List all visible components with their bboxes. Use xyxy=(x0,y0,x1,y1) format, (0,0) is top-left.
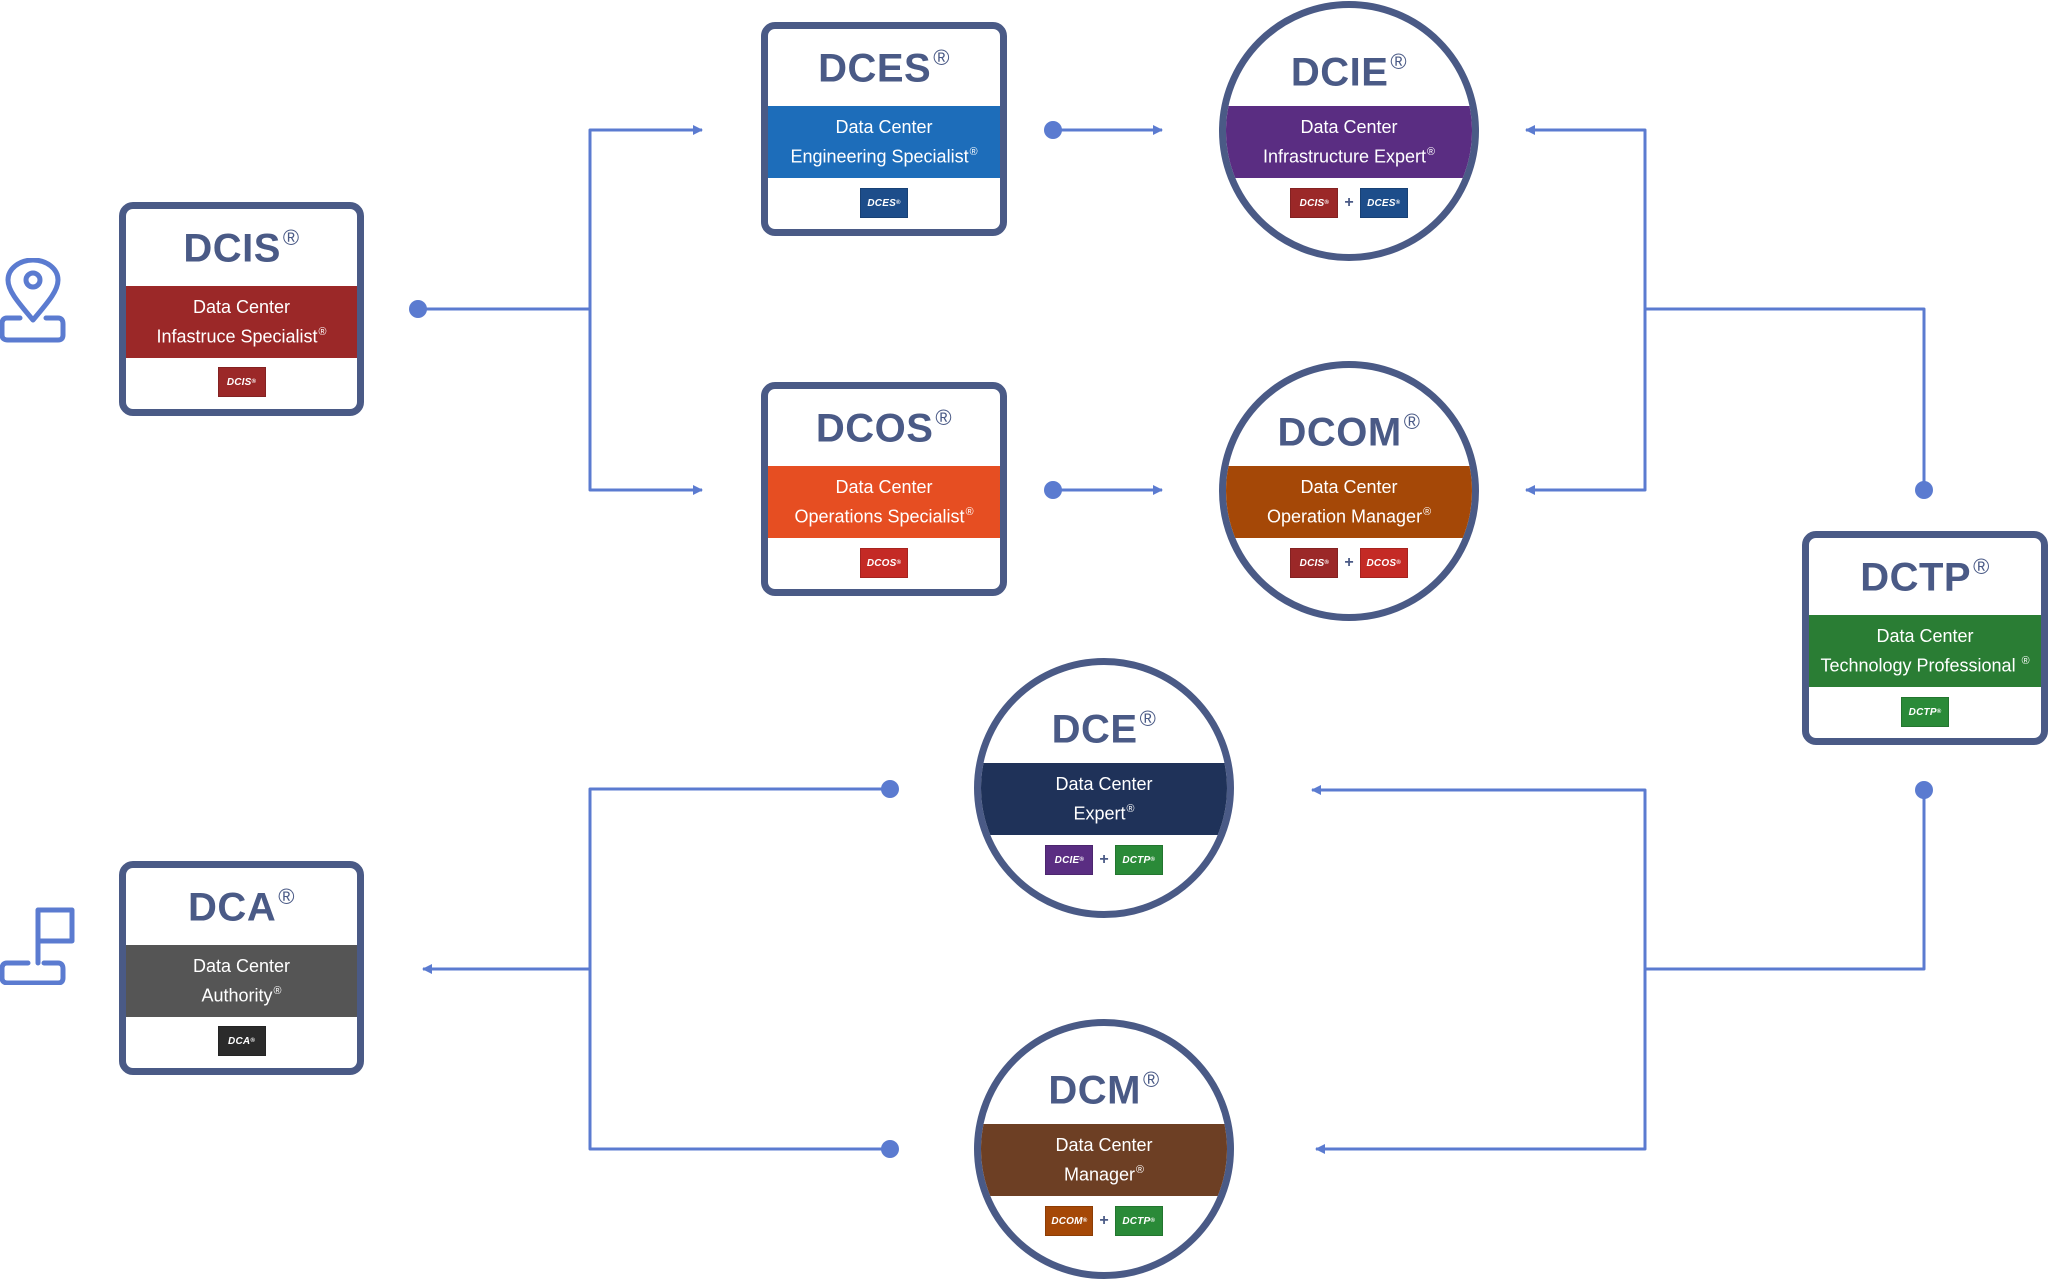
connector-dcis-to-dcos xyxy=(588,309,703,495)
cert-circle-dce[interactable]: DCE® Data Center Expert® DCIE® + DCTP® xyxy=(974,658,1234,918)
prerequisite-badges: DCIS® xyxy=(126,367,357,397)
plus-sign: + xyxy=(1344,194,1354,211)
location-pin-icon xyxy=(0,257,66,344)
badge-dcis: DCIS® xyxy=(1290,188,1339,218)
connector-start-dot xyxy=(1044,121,1062,139)
connector-start-dot xyxy=(1044,481,1062,499)
cert-title-line2: Authority® xyxy=(201,984,282,1006)
prerequisite-badges: DCA® xyxy=(126,1026,357,1056)
cert-code: DCOM® xyxy=(1277,409,1421,455)
cert-circle-dcie[interactable]: DCIE® Data Center Infrastructure Expert®… xyxy=(1219,1,1479,261)
badge-dca: DCA® xyxy=(217,1026,266,1056)
badge-dcos: DCOS® xyxy=(1359,548,1408,578)
cert-title-line1: Data Center xyxy=(1300,116,1398,137)
badge-dces: DCES® xyxy=(1359,188,1408,218)
plus-sign: + xyxy=(1099,1212,1109,1229)
cert-code: DCOS® xyxy=(815,405,953,451)
connector-dce-to-dca xyxy=(422,787,890,974)
connector-dcm-to-dca xyxy=(588,969,890,1151)
badge-dces: DCES® xyxy=(860,188,908,218)
cert-card-dctp[interactable]: DCTP® Data Center Technology Professiona… xyxy=(1802,531,2048,745)
cert-title-band: Data Center Authority® xyxy=(126,945,357,1017)
cert-code: DCIS® xyxy=(183,225,300,271)
cert-title-line1: Data Center xyxy=(192,955,291,976)
connector-dctp-to-dcom xyxy=(1525,309,1647,495)
badge-dcis: DCIS® xyxy=(217,367,266,397)
connector-dctp-to-dce xyxy=(1311,785,1926,971)
flag-icon xyxy=(0,905,78,986)
badge-dcie: DCIE® xyxy=(1045,845,1094,875)
cert-card-dces[interactable]: DCES® Data Center Engineering Specialist… xyxy=(761,22,1007,236)
cert-title-line1: Data Center xyxy=(835,476,933,497)
cert-code: DCIE® xyxy=(1290,49,1408,95)
connector-start-dot xyxy=(881,1140,899,1158)
cert-title-band: Data Center Manager® xyxy=(981,1124,1227,1196)
cert-code: DCM® xyxy=(1048,1067,1160,1113)
connector-dcis-to-dces xyxy=(418,125,703,311)
cert-circle-dcm[interactable]: DCM® Data Center Manager® DCOM® + DCTP® xyxy=(974,1019,1234,1279)
cert-title-line2: Infastruce Specialist® xyxy=(156,325,327,347)
badge-dcis: DCIS® xyxy=(1290,548,1339,578)
connector-start-dot xyxy=(409,300,427,318)
plus-sign: + xyxy=(1099,851,1109,868)
connector-start-dot xyxy=(1915,781,1933,799)
cert-title-line1: Data Center xyxy=(1055,1134,1153,1155)
connector-dctp-to-dcm xyxy=(1315,969,1647,1154)
cert-title-band: Data Center Infrastructure Expert® xyxy=(1226,106,1472,178)
badge-dctp: DCTP® xyxy=(1901,697,1949,727)
cert-code: DCE® xyxy=(1051,706,1157,752)
cert-code: DCTP® xyxy=(1860,554,1990,600)
cert-title-line2: Engineering Specialist® xyxy=(790,145,978,167)
connector-dctp-to-dcie xyxy=(1525,125,1926,490)
cert-title-band: Data Center Expert® xyxy=(981,763,1227,835)
cert-card-dcis[interactable]: DCIS® Data Center Infastruce Specialist®… xyxy=(119,202,364,416)
cert-card-dcos[interactable]: DCOS® Data Center Operations Specialist®… xyxy=(761,382,1007,596)
connector-start-dot xyxy=(881,780,899,798)
cert-title-band: Data Center Technology Professional ® xyxy=(1809,615,2041,687)
cert-title-band: Data Center Operations Specialist® xyxy=(768,466,1000,538)
cert-title-line1: Data Center xyxy=(1300,476,1398,497)
cert-title-line1: Data Center xyxy=(835,116,933,137)
cert-title-line2: Operations Specialist® xyxy=(794,505,974,527)
cert-title-band: Data Center Operation Manager® xyxy=(1226,466,1472,538)
cert-title-line1: Data Center xyxy=(1055,773,1153,794)
cert-title-line2: Infrastructure Expert® xyxy=(1262,145,1436,167)
plus-sign: + xyxy=(1344,554,1354,571)
cert-title-line1: Data Center xyxy=(1876,625,1974,646)
cert-code: DCES® xyxy=(818,45,950,91)
badge-dctp: DCTP® xyxy=(1114,1206,1163,1236)
cert-code: DCA® xyxy=(188,884,295,930)
connector-start-dot xyxy=(1915,481,1933,499)
prerequisite-badges: DCES® xyxy=(768,188,1000,218)
prerequisite-badges: DCOS® xyxy=(768,548,1000,578)
prerequisite-badges: DCTP® xyxy=(1809,697,2041,727)
cert-title-line2: Operation Manager® xyxy=(1266,505,1432,527)
badge-dcom: DCOM® xyxy=(1045,1206,1094,1236)
prerequisite-badges: DCIE® + DCTP® xyxy=(981,845,1227,875)
cert-title-band: Data Center Engineering Specialist® xyxy=(768,106,1000,178)
prerequisite-badges: DCIS® + DCOS® xyxy=(1226,548,1472,578)
prerequisite-badges: DCIS® + DCES® xyxy=(1226,188,1472,218)
badge-dcos: DCOS® xyxy=(860,548,908,578)
badge-dctp: DCTP® xyxy=(1114,845,1163,875)
cert-title-line2: Technology Professional ® xyxy=(1820,654,2030,676)
cert-title-line2: Manager® xyxy=(1063,1163,1144,1185)
cert-title-line1: Data Center xyxy=(192,296,291,317)
cert-card-dca[interactable]: DCA® Data Center Authority® DCA® xyxy=(119,861,364,1075)
prerequisite-badges: DCOM® + DCTP® xyxy=(981,1206,1227,1236)
cert-circle-dcom[interactable]: DCOM® Data Center Operation Manager® DCI… xyxy=(1219,361,1479,621)
cert-title-band: Data Center Infastruce Specialist® xyxy=(126,286,357,358)
cert-title-line2: Expert® xyxy=(1073,802,1135,824)
